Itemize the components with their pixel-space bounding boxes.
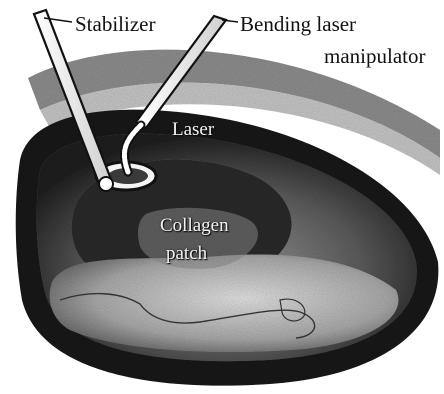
bending-laser-label: Bending laser (240, 14, 356, 35)
patch-label: patch (166, 244, 207, 263)
stabilizer-label: Stabilizer (75, 14, 155, 35)
collagen-label: Collagen (160, 216, 229, 235)
laser-label: Laser (172, 120, 214, 139)
lower-tissue-lobe (50, 254, 399, 351)
manipulator-label: manipulator (324, 46, 425, 67)
